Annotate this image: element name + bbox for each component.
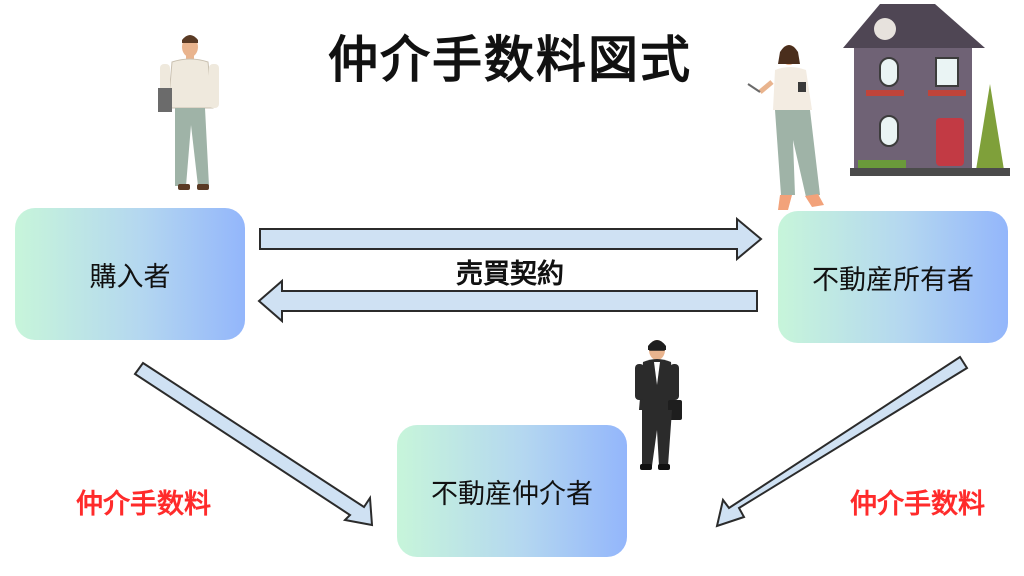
agent-person-icon [635, 340, 682, 470]
agent-label: 不動産仲介者 [431, 478, 593, 510]
contract-label: 売買契約 [456, 259, 564, 290]
arrow-owner-to-agent [715, 355, 969, 528]
owner-person-icon [747, 45, 824, 210]
buyer-node: 購入者 [15, 208, 245, 340]
buyer-person-icon [158, 35, 219, 190]
arrow-left [257, 278, 758, 324]
buyer-label: 購入者 [89, 261, 171, 293]
arrow-right [259, 216, 763, 262]
house-icon [843, 4, 1010, 176]
fee-label-left: 仲介手数料 [76, 489, 211, 520]
owner-node: 不動産所有者 [778, 211, 1008, 343]
owner-label: 不動産所有者 [812, 264, 974, 296]
fee-label-right: 仲介手数料 [850, 489, 985, 520]
agent-node: 不動産仲介者 [397, 425, 627, 557]
arrow-buyer-to-agent [133, 361, 374, 527]
diagram-title: 仲介手数料図式 [328, 31, 692, 89]
